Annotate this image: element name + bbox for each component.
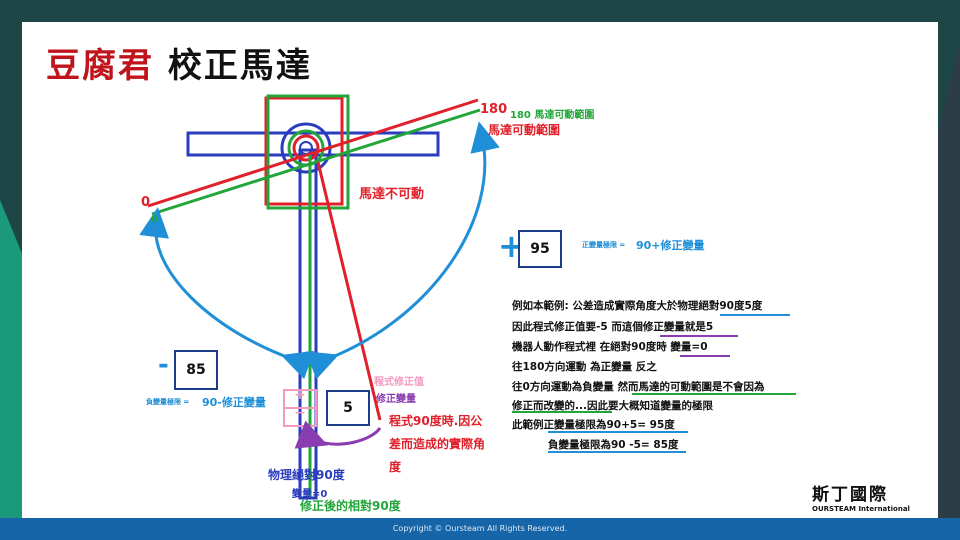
offset-pm-sign: + − bbox=[294, 387, 306, 421]
gear-inner bbox=[299, 141, 313, 155]
minus-sign: - bbox=[158, 350, 169, 380]
label-0-red: 0 bbox=[141, 195, 151, 210]
note-line: 因此程式修正值要-5 而這個修正變量就是5 bbox=[512, 321, 714, 333]
program-offset-label: 程式修正值 bbox=[374, 377, 424, 388]
range-arc-right bbox=[305, 121, 500, 380]
note-line: 修正而改變的...因此要大概知道變量的極限 bbox=[512, 400, 713, 412]
note-line: 往0方向運動為負變量 然而馬達的可動範圍是不會因為 bbox=[512, 381, 765, 393]
company-logo: 斯丁國際 OURSTEAM International bbox=[812, 480, 910, 513]
label-range: 馬達可動範圍 bbox=[488, 123, 561, 137]
motor-body-green bbox=[266, 94, 350, 210]
plus-limit-formula: 90+修正變量 bbox=[636, 239, 705, 252]
horn-vertical bbox=[298, 148, 318, 500]
minus-value-box: 85 bbox=[174, 350, 218, 390]
title-text: 校正馬達 bbox=[167, 46, 312, 86]
plus-value-box: 95 bbox=[518, 230, 562, 268]
offset-value-box: 5 bbox=[326, 390, 370, 426]
offset-var-label: 修正變量 bbox=[376, 394, 416, 405]
slide-title: 豆腐君 校正馬達 bbox=[46, 38, 312, 87]
offset-arrow bbox=[294, 420, 382, 449]
range-arc-left bbox=[139, 207, 315, 380]
corrected90-label: 修正後的相對90度 bbox=[300, 499, 401, 513]
title-brand: 豆腐君 bbox=[46, 46, 154, 86]
program90-line3: 度 bbox=[389, 460, 402, 474]
program90-line1: 程式90度時.因公 bbox=[389, 414, 483, 428]
minus-limit-formula: 90-修正變量 bbox=[202, 396, 266, 409]
note-line: 此範例正變量極限為90+5= 95度 bbox=[512, 419, 675, 431]
plus-limit-label: 正變量極限 = bbox=[582, 241, 626, 249]
note-line: 負變量極限為90 -5= 85度 bbox=[548, 439, 679, 451]
program90-line2: 差而造成的實際角 bbox=[389, 437, 486, 451]
label-180-red: 180 bbox=[480, 102, 508, 117]
logo-en: OURSTEAM International bbox=[812, 505, 910, 513]
label-0-green: 0 bbox=[151, 214, 158, 225]
footer-copyright: Copyright © Oursteam All Rights Reserved… bbox=[0, 518, 960, 540]
range-line-red bbox=[147, 98, 479, 208]
note-line: 例如本範例: 公差造成實際角度大於物理絕對90度5度 bbox=[512, 300, 763, 312]
physical90-label: 物理絕對90度 bbox=[268, 468, 345, 482]
label-180-green: 180 馬達可動範圍 bbox=[510, 110, 595, 121]
label-motor-fixed: 馬達不可動 bbox=[359, 187, 425, 202]
var-zero-label: 變量=0 bbox=[292, 489, 328, 500]
logo-cn: 斯丁國際 bbox=[812, 485, 888, 505]
note-line: 往180方向運動 為正變量 反之 bbox=[512, 361, 657, 373]
minus-limit-label: 負變量極限 = bbox=[146, 398, 190, 406]
note-line: 機器人動作程式裡 在絕對90度時 變量=0 bbox=[512, 341, 708, 353]
